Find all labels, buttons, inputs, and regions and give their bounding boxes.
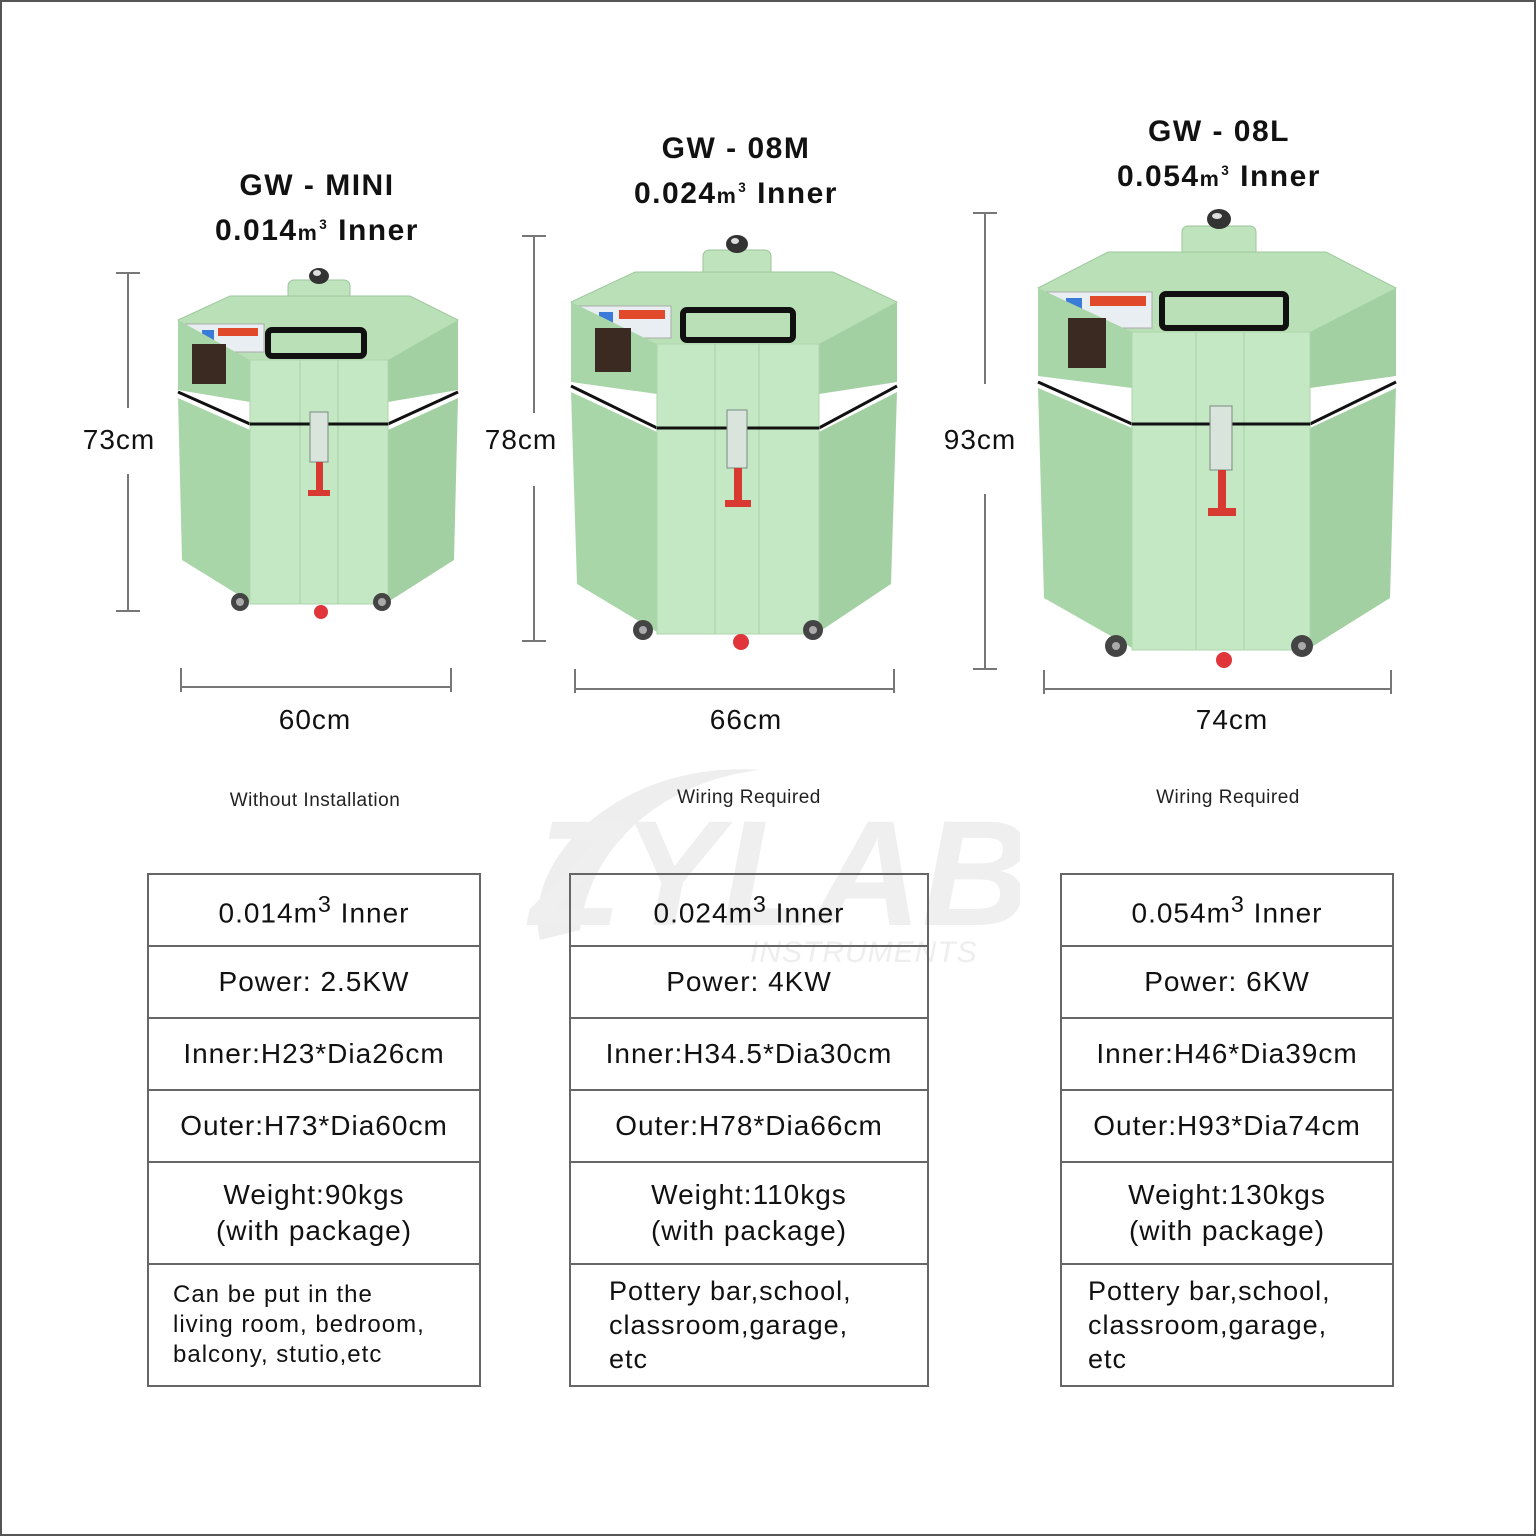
width-label: 66cm — [709, 704, 783, 735]
height-dimension-line-top — [533, 235, 535, 413]
installation-note: Without Installation — [229, 790, 401, 811]
spec-inner-dimensions: Inner:H23*Dia26cm — [147, 1017, 481, 1091]
width-dimension-line — [575, 688, 895, 690]
height-dimension-line-top — [984, 212, 986, 384]
spec-inner-dimensions: Inner:H46*Dia39cm — [1060, 1017, 1394, 1091]
volume-title: 0.054m3 Inner — [1117, 160, 1321, 193]
spec-weight: Weight:90kgs(with package) — [147, 1161, 481, 1265]
product-title-08l: GW - 08L 0.054m3 Inner — [1069, 112, 1369, 198]
height-dimension-line-bottom — [127, 474, 129, 612]
width-tick-left — [574, 669, 576, 693]
height-tick-top — [973, 212, 997, 214]
spec-usage: Pottery bar,school,classroom,garage,etc — [569, 1263, 929, 1387]
installation-note: Wiring Required — [1156, 787, 1300, 808]
height-tick-bottom — [116, 610, 140, 612]
volume-title: 0.014m3 Inner — [215, 214, 419, 247]
spec-table-mini: 0.014m3 Inner Power: 2.5KW Inner:H23*Dia… — [147, 873, 481, 1387]
spec-volume: 0.014m3 Inner — [147, 873, 481, 947]
height-label: 78cm — [484, 424, 558, 455]
kiln-image-08l — [1037, 209, 1397, 668]
height-dimension-line-bottom — [533, 486, 535, 642]
height-tick-bottom — [522, 640, 546, 642]
spec-power: Power: 4KW — [569, 945, 929, 1019]
spec-usage: Pottery bar,school,classroom,garage,etc — [1060, 1263, 1394, 1387]
installation-note: Wiring Required — [677, 787, 821, 808]
model-name: GW - MINI — [239, 169, 395, 202]
width-tick-right — [893, 669, 895, 693]
height-dimension-line-top — [127, 272, 129, 408]
volume-title: 0.024m3 Inner — [634, 177, 838, 210]
product-title-mini: GW - MINI 0.014m3 Inner — [167, 166, 467, 252]
spec-inner-dimensions: Inner:H34.5*Dia30cm — [569, 1017, 929, 1091]
spec-outer-dimensions: Outer:H78*Dia66cm — [569, 1089, 929, 1163]
width-tick-left — [1043, 670, 1045, 694]
height-label: 73cm — [82, 424, 156, 455]
spec-table-08l: 0.054m3 Inner Power: 6KW Inner:H46*Dia39… — [1060, 873, 1394, 1387]
model-name: GW - 08M — [661, 132, 811, 165]
model-name: GW - 08L — [1147, 115, 1290, 148]
width-tick-left — [180, 668, 182, 692]
width-tick-right — [450, 668, 452, 692]
height-tick-top — [522, 235, 546, 237]
spec-power: Power: 6KW — [1060, 945, 1394, 1019]
height-tick-top — [116, 272, 140, 274]
spec-outer-dimensions: Outer:H73*Dia60cm — [147, 1089, 481, 1163]
height-label: 93cm — [943, 424, 1017, 455]
width-label: 60cm — [278, 704, 352, 735]
kiln-image-mini — [177, 268, 459, 619]
width-dimension-line — [1044, 688, 1392, 690]
width-dimension-line — [181, 686, 451, 688]
spec-volume: 0.024m3 Inner — [569, 873, 929, 947]
spec-volume: 0.054m3 Inner — [1060, 873, 1394, 947]
spec-outer-dimensions: Outer:H93*Dia74cm — [1060, 1089, 1394, 1163]
width-label: 74cm — [1195, 704, 1269, 735]
spec-weight: Weight:110kgs(with package) — [569, 1161, 929, 1265]
width-tick-right — [1390, 670, 1392, 694]
height-dimension-line-bottom — [984, 494, 986, 670]
product-title-08m: GW - 08M 0.024m3 Inner — [586, 129, 886, 215]
spec-table-08m: 0.024m3 Inner Power: 4KW Inner:H34.5*Dia… — [569, 873, 929, 1387]
spec-weight: Weight:130kgs(with package) — [1060, 1161, 1394, 1265]
height-tick-bottom — [973, 668, 997, 670]
spec-power: Power: 2.5KW — [147, 945, 481, 1019]
kiln-image-08m — [570, 235, 898, 650]
